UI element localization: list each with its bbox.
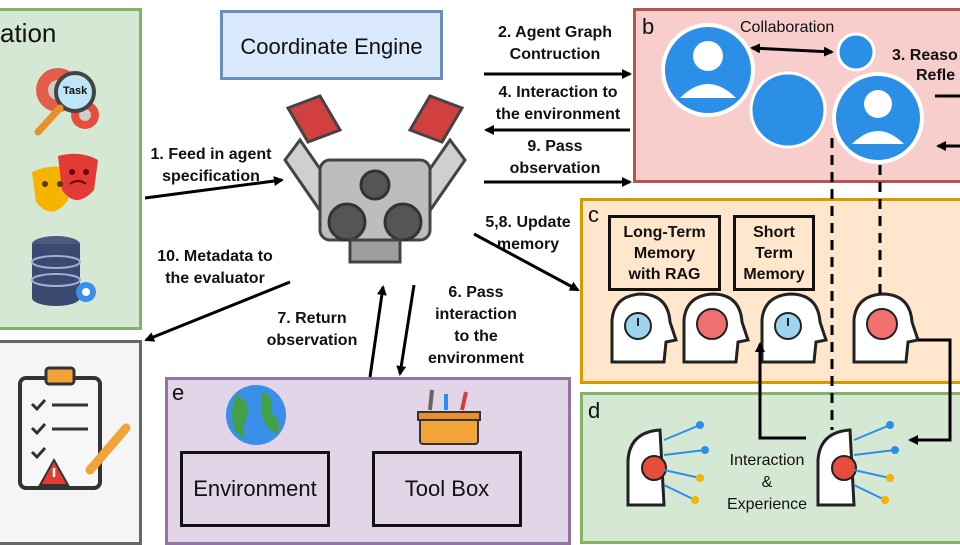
clipboard-icon (18, 366, 131, 490)
task-gear-icon (34, 68, 99, 136)
head-clock-icon-1 (610, 292, 678, 364)
reasoning-label-line1: 3. Reaso (892, 47, 958, 64)
long-term-memory-box (608, 215, 721, 291)
head-brain-icon-1 (682, 292, 750, 364)
toolbox-box (372, 451, 522, 527)
ai-head-icon-1 (626, 421, 709, 507)
agent-node-icon-center (749, 71, 827, 149)
agent-node-icon (836, 32, 876, 72)
ai-head-icon-2 (816, 421, 899, 507)
globe-icon (226, 385, 286, 445)
coordinate-engine-title: Coordinate Engine (240, 34, 423, 59)
toolbox-icon (417, 389, 481, 445)
panel-d-letter: d (588, 398, 601, 423)
panel-e-letter: e (172, 380, 185, 405)
interaction-experience-label: Interaction&Experience (726, 452, 808, 513)
agent-avatar-icon-large (661, 23, 755, 117)
head-clock-icon-2 (760, 292, 828, 364)
collaboration-label: Collaboration (740, 19, 835, 36)
reasoning-label-line2: Refle (916, 67, 956, 84)
environment-label: Environment (193, 476, 317, 501)
task-icon-label: Task (63, 85, 88, 97)
coordinate-engine-box (220, 10, 443, 80)
database-icon (31, 236, 96, 306)
theater-masks-icon (32, 153, 98, 212)
panel-b-letter: b (642, 14, 655, 39)
panel-a-title: ation (0, 18, 57, 48)
agent-avatar-icon-right (832, 72, 924, 164)
panel-c-letter: c (588, 202, 599, 227)
head-brain-icon-2 (852, 292, 920, 364)
environment-box (180, 451, 330, 527)
short-term-memory-box (733, 215, 815, 291)
engine-icon (283, 94, 467, 264)
toolbox-label: Tool Box (404, 476, 490, 501)
